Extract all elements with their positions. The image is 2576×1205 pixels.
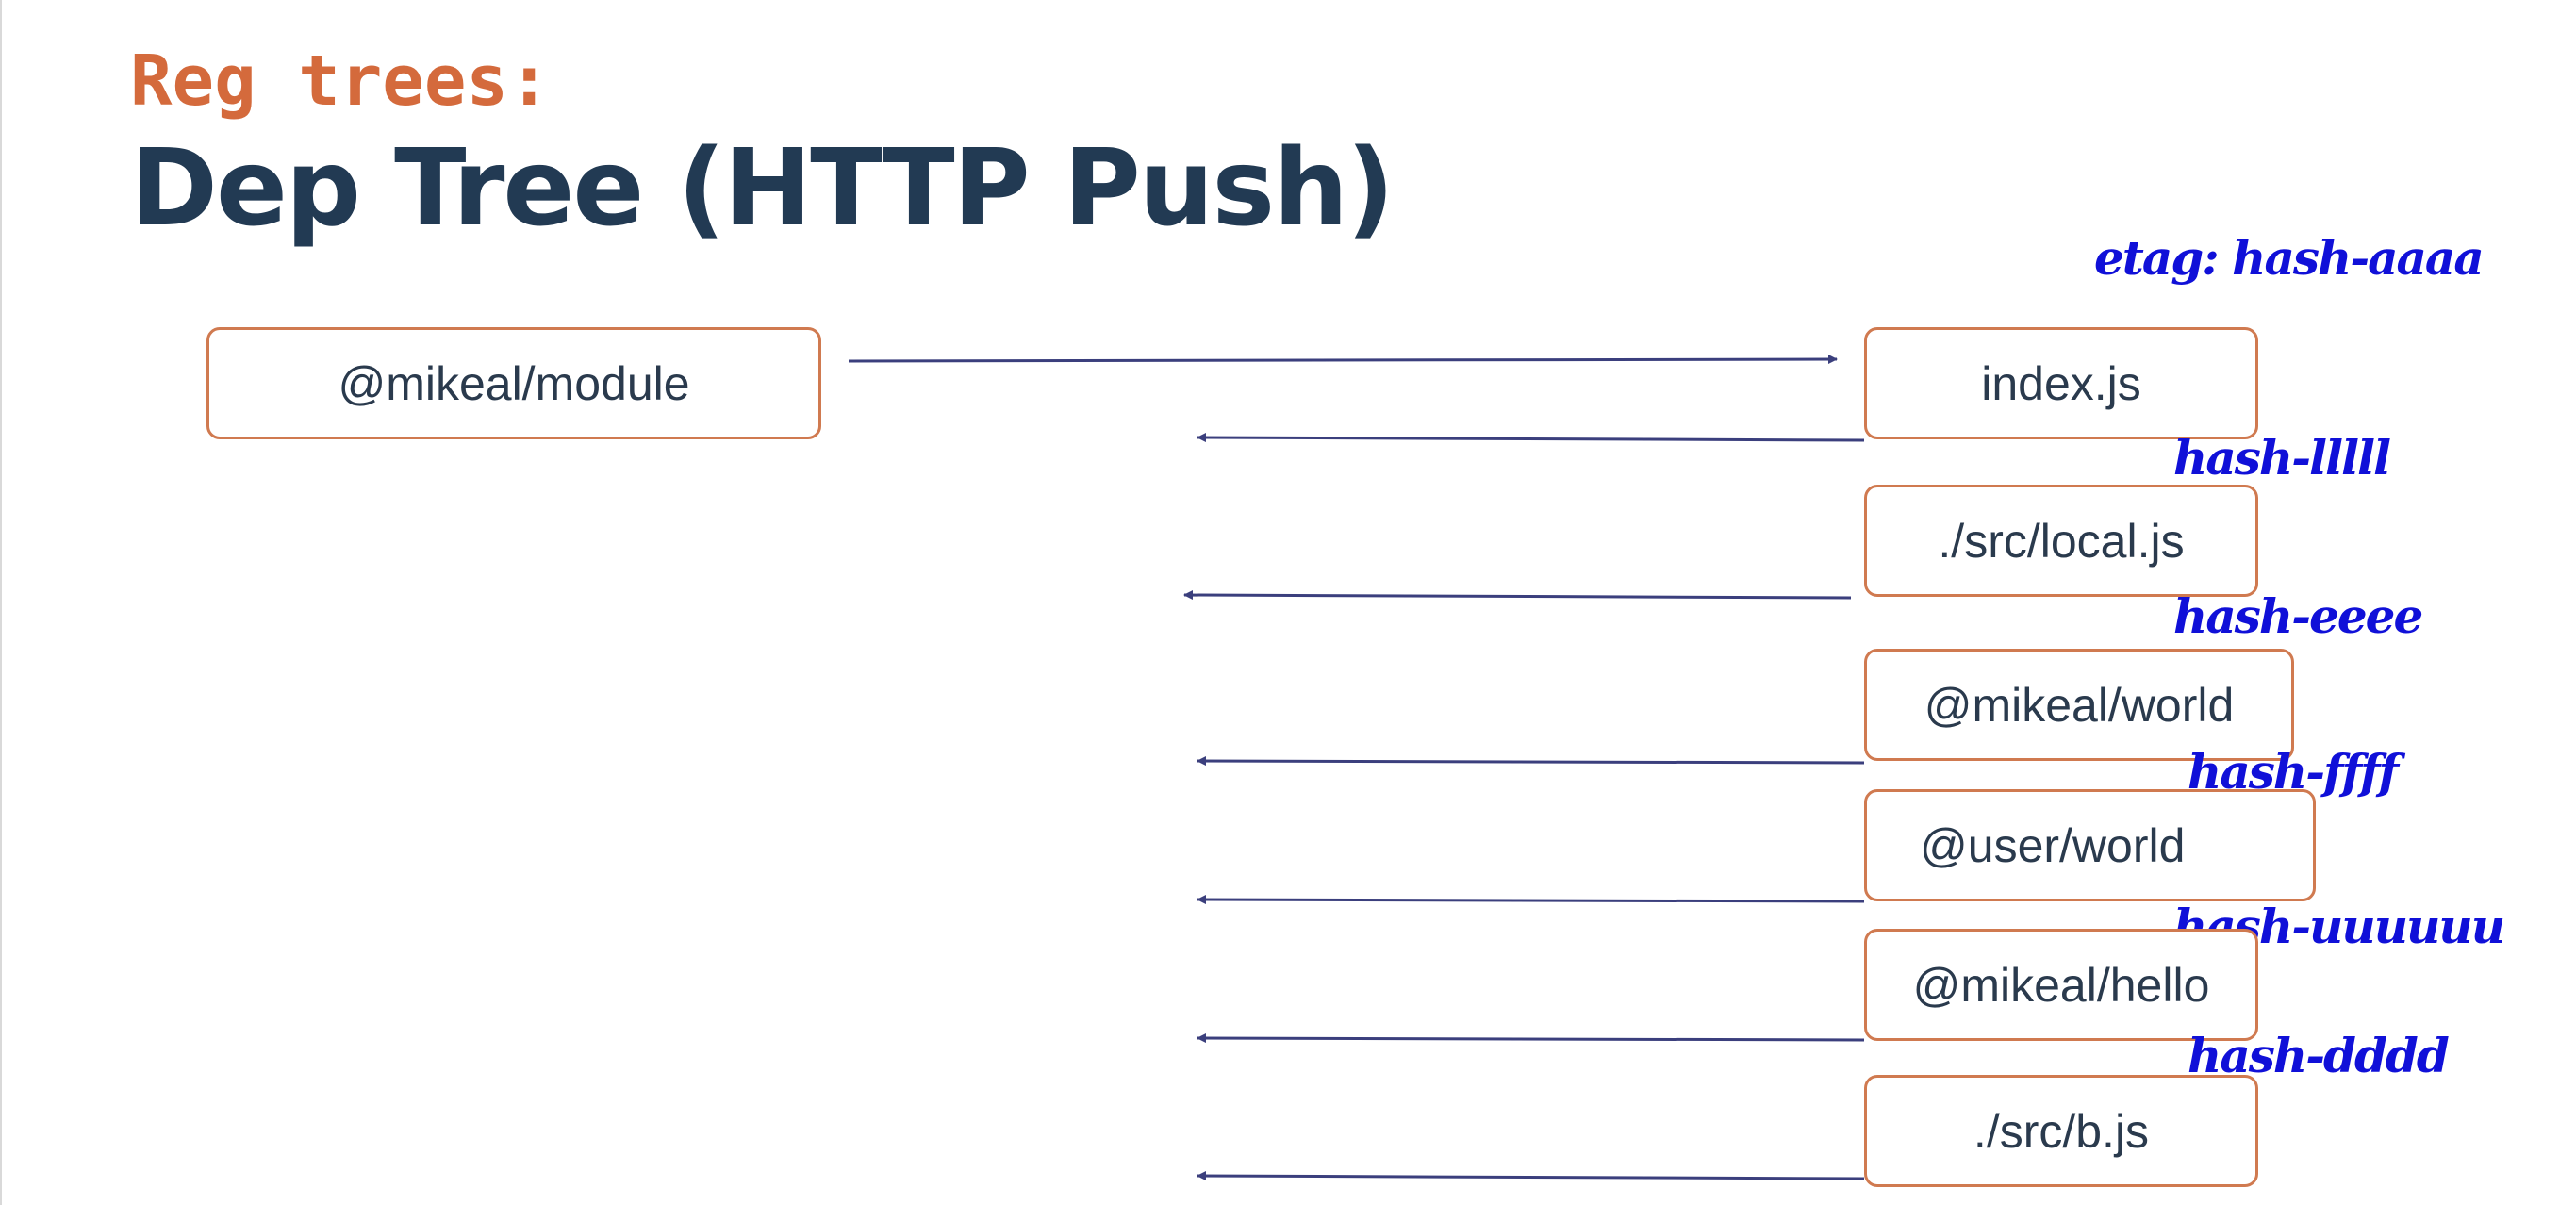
- hash-label-index: hash-lllll: [2173, 430, 2391, 486]
- slide-left-border: [0, 0, 2, 1205]
- module-box-mikeal-world: @mikeal/world: [1864, 649, 2294, 761]
- push-arrow-b: [1197, 1171, 1865, 1181]
- module-box-user-world: @user/world: [1864, 789, 2316, 901]
- push-arrow-mikeal-world: [1197, 756, 1865, 767]
- push-arrow-user-world: [1197, 895, 1865, 905]
- module-box-b: ./src/b.js: [1864, 1075, 2258, 1187]
- etag-label: etag: hash-aaaa: [2094, 230, 2485, 286]
- push-arrow-local: [1183, 590, 1852, 601]
- slide-kicker: Reg trees:: [130, 41, 551, 122]
- module-box-local: ./src/local.js: [1864, 485, 2258, 597]
- push-arrow-mikeal-hello: [1197, 1033, 1865, 1044]
- push-arrow-index: [1197, 433, 1865, 443]
- slide-title: Dep Tree (HTTP Push): [130, 127, 1395, 250]
- module-box-mikeal-hello: @mikeal/hello: [1864, 929, 2258, 1041]
- request-arrow: [848, 355, 1838, 365]
- module-box-index: index.js: [1864, 327, 2258, 439]
- hash-label-local: hash-eeee: [2173, 588, 2423, 644]
- source-module-box: @mikeal/module: [206, 327, 821, 439]
- hash-label-mikeal-hello: hash-dddd: [2188, 1028, 2450, 1083]
